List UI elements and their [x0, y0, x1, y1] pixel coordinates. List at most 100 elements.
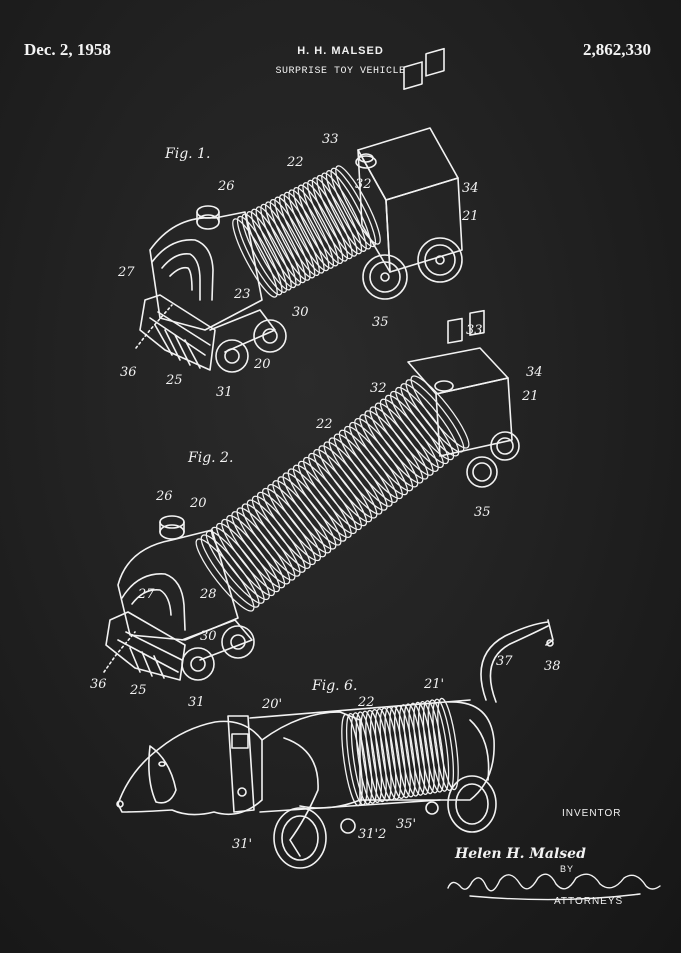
spring-coil-ring — [398, 704, 421, 797]
spring-coil-ring — [269, 198, 316, 279]
fig2-rear-wheels — [466, 431, 520, 488]
ref-20b: 20 — [189, 496, 207, 511]
spring-coil-ring — [262, 487, 321, 562]
spring-coil-ring — [321, 172, 367, 252]
spring-coil-ring — [389, 705, 411, 799]
spring-coil-ring — [313, 449, 373, 523]
spring-coil-ring — [374, 402, 434, 476]
ref-35-prime: 35' — [396, 817, 416, 832]
spring-coil-ring — [422, 700, 445, 793]
spring-coil-ring — [417, 700, 440, 794]
fig2-caption: Fig. 2. — [187, 450, 233, 466]
spring-coil-ring — [236, 507, 296, 581]
ref-36: 36 — [120, 365, 137, 380]
spring-coil-ring — [195, 538, 255, 612]
ref-20-prime: 20' — [261, 697, 282, 712]
spring-coil-ring — [393, 704, 416, 798]
spring-coil-ring — [274, 196, 320, 277]
ref-31: 31 — [216, 385, 233, 400]
fig6-wheels — [273, 775, 497, 869]
spring-coil-ring — [354, 418, 414, 492]
spring-coil-ring — [330, 167, 377, 248]
patent-number: 2,862,330 — [583, 40, 651, 59]
spring-coil-ring — [390, 390, 449, 465]
fig2-engine — [105, 515, 253, 681]
spring-coil-ring — [308, 452, 368, 527]
spring-coil-ring — [365, 709, 387, 803]
spring-coil-ring — [360, 710, 383, 804]
ref-33b: 33 — [466, 323, 483, 338]
spring-coil-ring — [379, 398, 439, 472]
spring-coil-ring — [302, 182, 348, 262]
spring-coil-ring — [408, 702, 431, 796]
spring-coil-ring — [297, 460, 357, 535]
spring-coil-ring — [437, 697, 459, 791]
spring-coil-ring — [288, 189, 334, 269]
spring-coil-ring — [297, 184, 344, 265]
ref-32: 32 — [355, 177, 372, 192]
spring-coil-ring — [311, 177, 358, 257]
spring-coil-ring — [241, 503, 301, 577]
fig2-spring — [195, 375, 470, 612]
ref-22: 22 — [286, 155, 304, 170]
fig1-rear-wheels — [362, 237, 463, 300]
ref-25: 25 — [165, 373, 183, 388]
spring-coil-ring — [355, 711, 378, 804]
spring-coil-ring — [287, 468, 347, 542]
fig1-cab — [355, 47, 463, 273]
ref-33: 33 — [322, 132, 339, 147]
spring-coil-ring — [221, 518, 281, 593]
ref-21-prime: 21' — [423, 677, 444, 692]
figure-1-train: Fig. 1. 33 22 26 32 34 21 27 23 30 35 36… — [117, 47, 479, 400]
spring-coil-ring — [405, 379, 465, 453]
inventor-signature: Helen H. Malsed — [455, 846, 586, 862]
spring-coil-ring — [292, 464, 352, 538]
ref-25b: 25 — [129, 683, 147, 698]
ref-21b: 21 — [521, 389, 539, 404]
ref-34: 34 — [462, 181, 479, 196]
spring-coil-ring — [349, 421, 409, 496]
spring-coil-ring — [432, 698, 455, 792]
fig6-reference-labels: Fig. 6. 37 38 20' 22 21' 31' 31'2 35' — [232, 654, 561, 852]
spring-coil-ring — [359, 414, 419, 488]
ref-31-prime: 31' — [232, 837, 252, 852]
attorney-signature-scribble — [447, 873, 661, 901]
spring-coil-ring — [333, 433, 393, 507]
spring-coil-ring — [344, 425, 403, 500]
spring-coil-ring — [364, 410, 424, 484]
fig1-reference-labels: Fig. 1. 33 22 26 32 34 21 27 23 30 35 36… — [117, 132, 479, 400]
spring-coil-ring — [260, 203, 306, 284]
ref-26: 26 — [217, 179, 235, 194]
ref-38: 38 — [544, 659, 561, 674]
ref-31b: 31 — [188, 695, 205, 710]
spring-coil-ring — [226, 515, 286, 589]
spring-coil-ring — [282, 472, 342, 546]
spring-coil-ring — [250, 208, 297, 289]
fig2-front-wheels — [181, 625, 255, 681]
ref-21: 21 — [461, 209, 479, 224]
fig1-front-wheels — [215, 319, 287, 373]
spring-coil-ring — [200, 534, 260, 608]
spring-coil-ring — [369, 406, 429, 480]
spring-coil-ring — [267, 484, 327, 558]
ref-35: 35 — [372, 315, 389, 330]
spring-coil-ring — [318, 445, 378, 519]
spring-coil-ring — [335, 165, 381, 245]
spring-coil-ring — [255, 206, 302, 286]
ref-28: 28 — [199, 587, 217, 602]
patent-title: SURPRISE TOY VEHICLE — [275, 66, 406, 77]
fig1-caption: Fig. 1. — [164, 146, 210, 162]
spring-coil-ring — [256, 491, 316, 566]
spring-coil-ring — [210, 526, 270, 601]
fig6-spring — [341, 697, 459, 807]
spring-coil-ring — [328, 437, 388, 511]
spring-coil-ring — [369, 708, 392, 802]
spring-coil-ring — [232, 218, 278, 298]
spring-coil-ring — [279, 194, 325, 274]
ref-27: 27 — [117, 265, 135, 280]
spring-coil-ring — [350, 712, 373, 805]
spring-coil-ring — [283, 191, 330, 272]
spring-coil-ring — [341, 713, 363, 807]
